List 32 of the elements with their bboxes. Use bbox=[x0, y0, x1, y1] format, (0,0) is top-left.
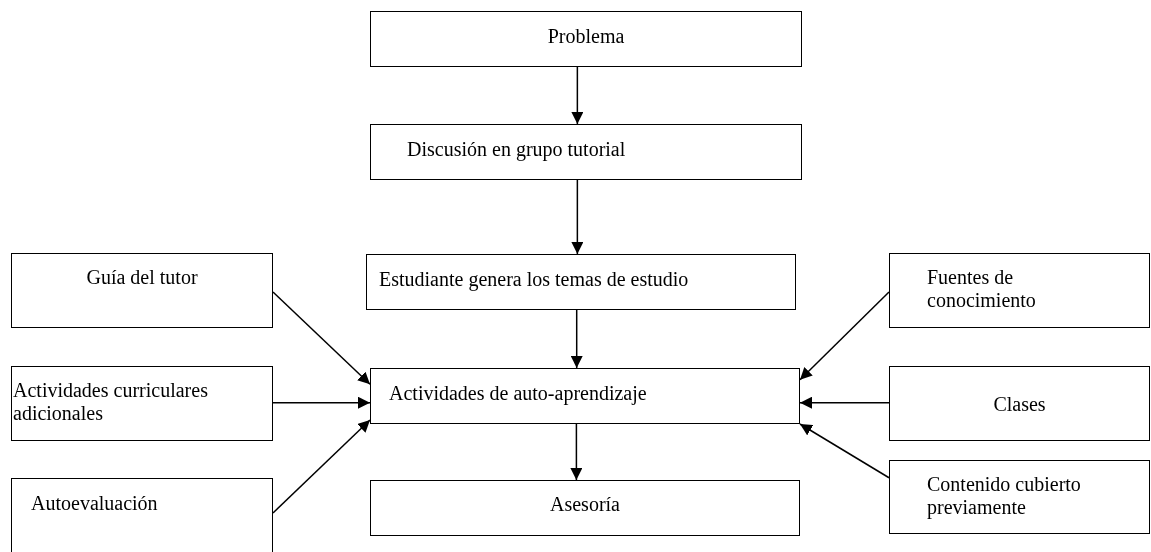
process-box bbox=[370, 124, 802, 180]
process-box bbox=[11, 366, 273, 441]
process-box bbox=[370, 480, 800, 536]
box-label: Discusión en grupo tutorial bbox=[407, 138, 626, 161]
arrow bbox=[799, 396, 890, 409]
process-box bbox=[370, 11, 802, 67]
box-label: Problema bbox=[547, 25, 625, 48]
arrow bbox=[272, 419, 371, 514]
process-box bbox=[366, 254, 796, 310]
box-label: Contenido cubierto previamente bbox=[927, 473, 1082, 519]
box-label: Guía del tutor bbox=[86, 266, 198, 289]
process-box bbox=[11, 253, 273, 328]
process-box bbox=[889, 366, 1150, 441]
box-label: Actividades curriculares adicionales bbox=[13, 379, 209, 425]
arrow bbox=[570, 423, 583, 481]
arrow bbox=[799, 291, 890, 381]
arrow bbox=[272, 396, 371, 409]
process-box bbox=[889, 460, 1150, 534]
arrow bbox=[799, 423, 890, 479]
process-box bbox=[370, 368, 800, 424]
process-box bbox=[889, 253, 1150, 328]
arrow bbox=[571, 66, 584, 125]
arrow bbox=[272, 291, 371, 385]
box-label: Actividades de auto-aprendizaje bbox=[389, 382, 647, 405]
process-box bbox=[11, 478, 273, 552]
arrow bbox=[570, 309, 583, 369]
box-label: Clases bbox=[993, 393, 1046, 416]
arrow bbox=[571, 179, 584, 255]
box-label: Estudiante genera los temas de estudio bbox=[379, 268, 689, 291]
box-label: Autoevaluación bbox=[31, 492, 158, 515]
box-label: Fuentes de conocimiento bbox=[927, 266, 1037, 312]
box-label: Asesoría bbox=[550, 493, 620, 516]
